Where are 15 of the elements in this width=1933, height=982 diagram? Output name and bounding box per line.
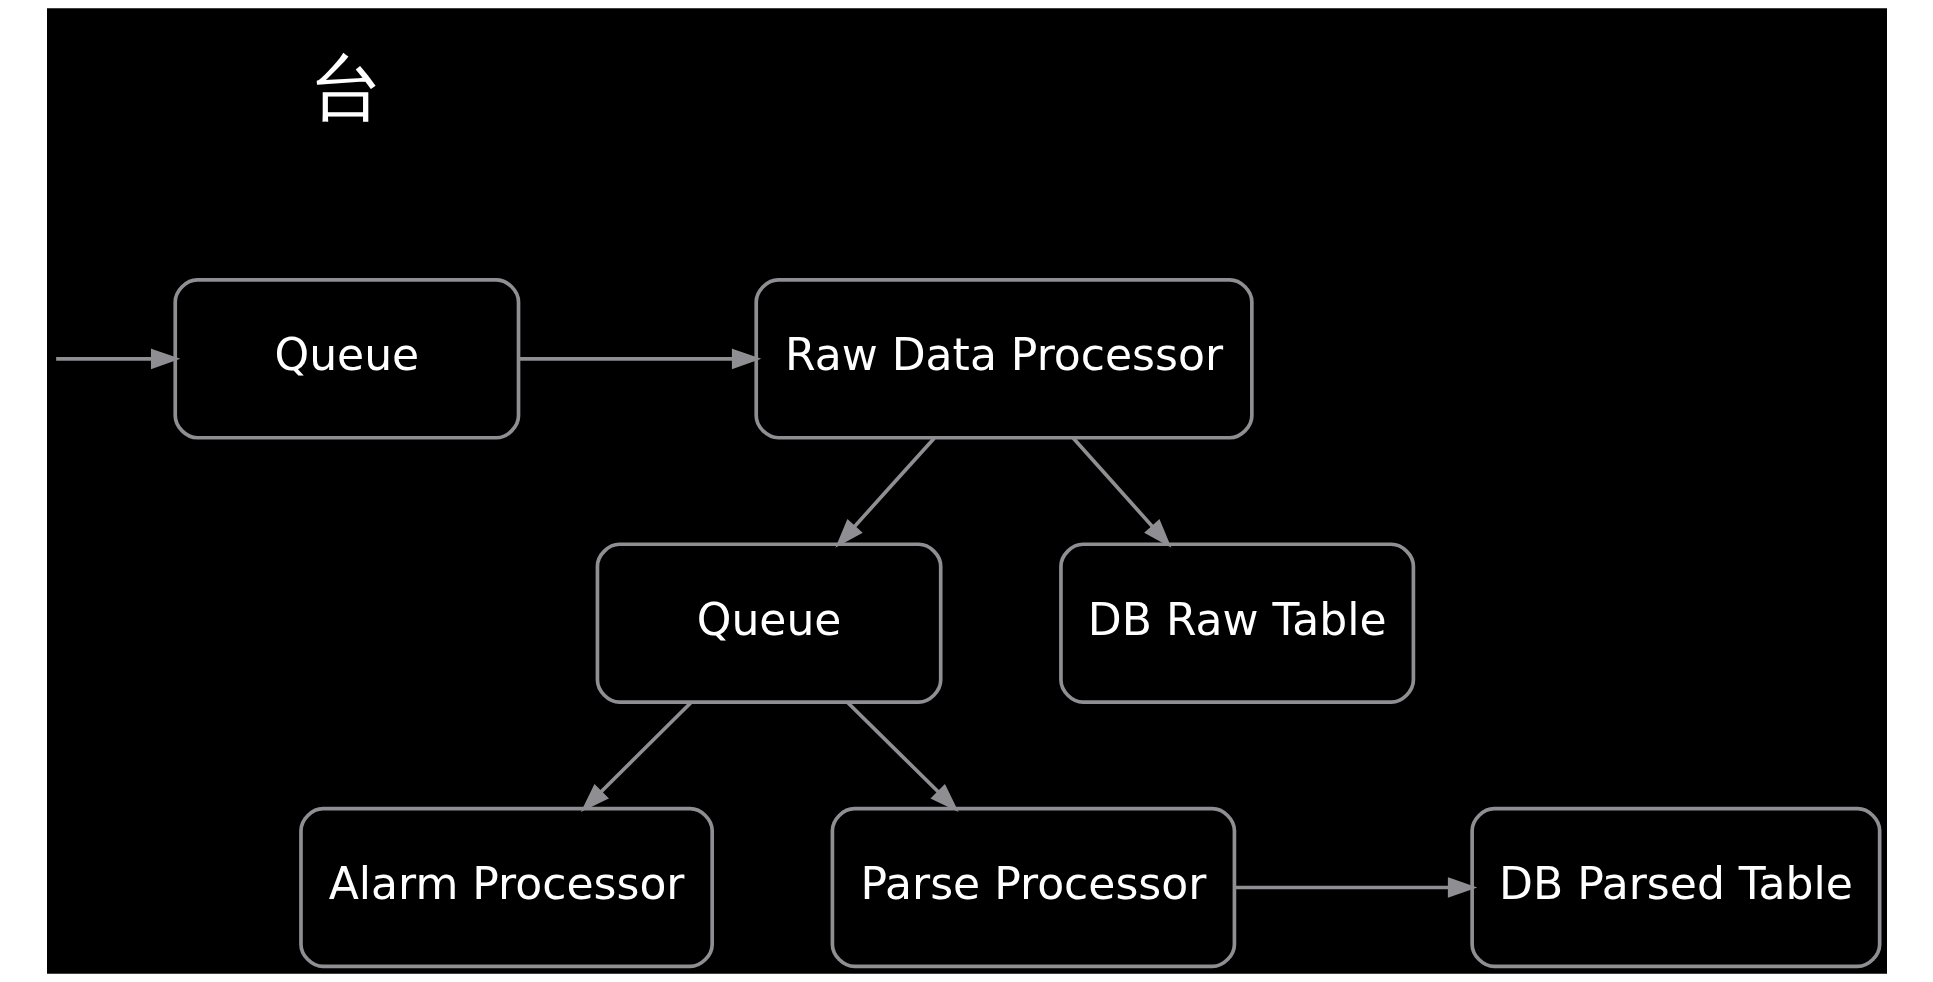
- node-box: Alarm Processor: [298, 806, 714, 969]
- node-box: DB Parsed Table: [1469, 806, 1881, 969]
- arrow: [580, 701, 692, 812]
- node-box: DB Raw Table: [1058, 542, 1415, 704]
- label: 台: [309, 44, 383, 130]
- node-box: Queue: [172, 278, 520, 440]
- arrow: [518, 348, 761, 370]
- arrow: [55, 348, 180, 370]
- node-box: Queue: [595, 542, 943, 704]
- arrow: [1234, 877, 1477, 898]
- node-box: Raw Data Processor: [753, 278, 1254, 440]
- arrow: [1071, 436, 1171, 548]
- node-box: Parse Processor: [830, 806, 1236, 969]
- arrow: [834, 436, 936, 548]
- arrow: [845, 701, 959, 812]
